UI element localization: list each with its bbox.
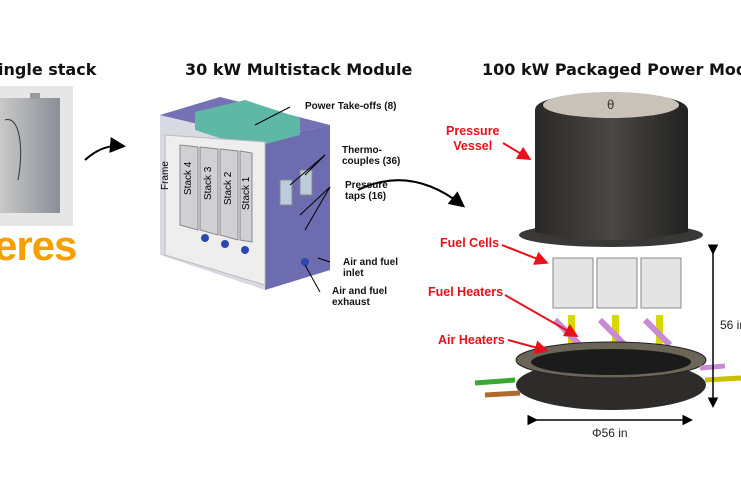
fuel-cells-label: Fuel Cells — [440, 236, 500, 250]
packaged-module-title: 100 kW Packaged Power Modu — [482, 60, 741, 79]
thermocouples-label: Thermo-couples (36) — [342, 145, 401, 167]
stack-4-label: Stack 4 — [183, 161, 194, 195]
diameter-dimension-label: Φ56 in — [592, 426, 628, 440]
fuel-heaters-label: Fuel Heaters — [428, 285, 504, 299]
stack-2-label: Stack 2 — [223, 171, 234, 205]
multistack-module-render — [160, 97, 331, 293]
svg-text:θ: θ — [607, 98, 614, 112]
power-takeoffs-label: Power Take-offs (8) — [305, 101, 397, 112]
stack-1-label: Stack 1 — [241, 176, 252, 210]
single-stack-photo — [0, 86, 73, 226]
height-dimension-label: 56 in — [720, 318, 741, 332]
pressure-vessel-render: θ — [519, 92, 703, 247]
arrow-1 — [84, 137, 126, 161]
fuel-cell-assembly-render — [474, 257, 741, 410]
single-stack-title: ingle stack — [0, 60, 97, 79]
ceres-logo: eres — [0, 222, 77, 269]
multistack-title: 30 kW Multistack Module — [185, 60, 413, 79]
air-heaters-label: Air Heaters — [438, 333, 505, 347]
arrow-2 — [357, 179, 466, 208]
frame-label: Frame — [160, 161, 171, 190]
stack-3-label: Stack 3 — [203, 166, 214, 200]
